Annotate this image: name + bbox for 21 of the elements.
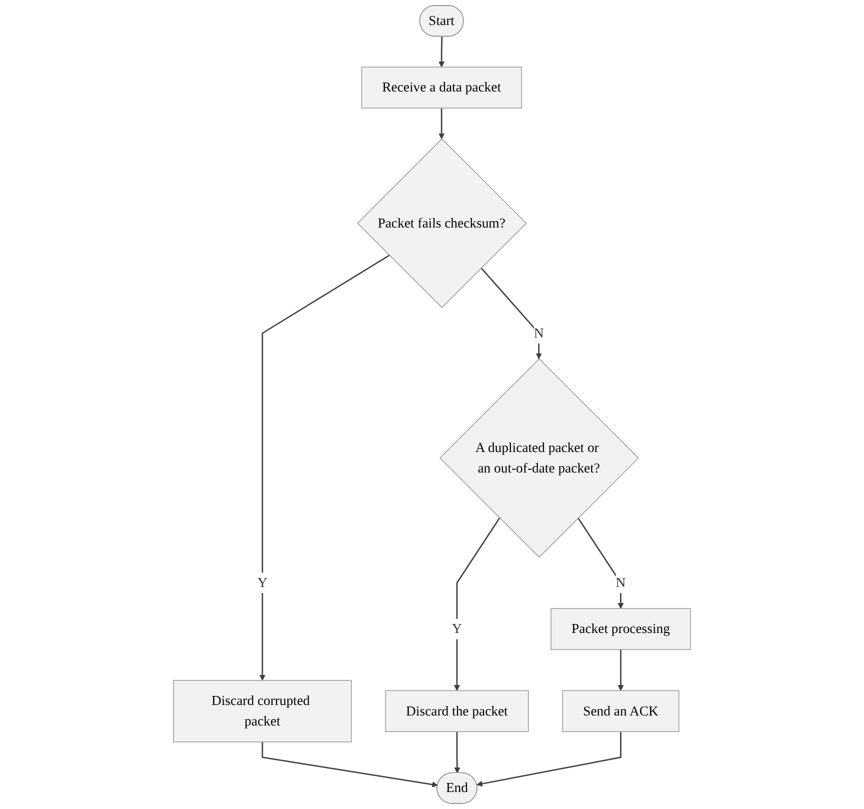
arrow (438, 36, 445, 68)
arrow (476, 732, 622, 787)
arrow (259, 254, 390, 681)
edge-label: Y (452, 622, 462, 637)
arrow (438, 108, 445, 140)
node-box: Receive a data packet (361, 66, 522, 108)
arrow (578, 518, 624, 609)
node-box: Packet processing (550, 608, 691, 650)
arrow (454, 732, 460, 774)
arrow (618, 650, 624, 691)
node-diamond: A duplicated packet or an out-of-date packet? (440, 358, 639, 558)
node-box: Discard the packet (385, 690, 529, 732)
node-box: Send an ACK (562, 690, 680, 732)
node-box: Discard corrupted packet (173, 680, 352, 742)
edge-label: Y (257, 575, 268, 590)
arrow (454, 518, 500, 691)
edge-label: N (616, 575, 626, 590)
arrow (262, 742, 438, 788)
edge-label: N (534, 326, 544, 341)
arrow (480, 268, 542, 360)
node-diamond: Packet fails checksum? (357, 138, 527, 308)
